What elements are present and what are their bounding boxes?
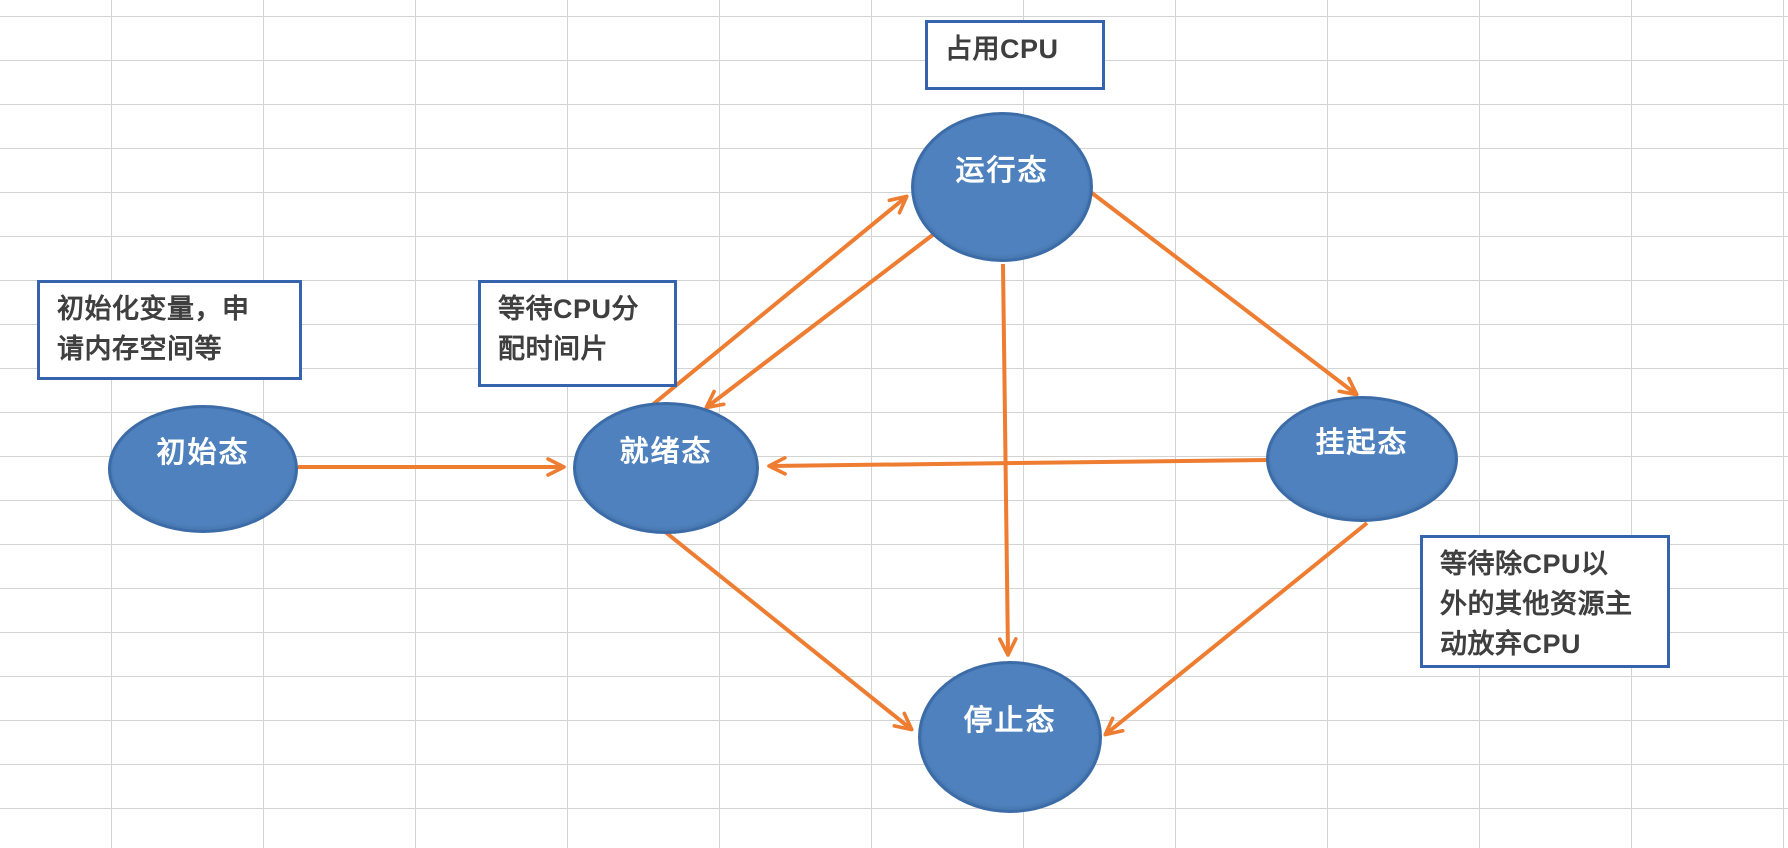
state-label-suspended: 挂起态 [1315, 427, 1409, 459]
state-node-ready[interactable]: 就绪态 [573, 402, 759, 534]
edge-running-to-ready[interactable] [704, 222, 949, 410]
annotation-box-wait-cpu[interactable]: 等待CPU分 配时间片 [478, 280, 677, 387]
state-node-suspended[interactable]: 挂起态 [1266, 396, 1458, 522]
edge-ready-to-stopped[interactable] [662, 529, 914, 732]
annotation-text-init: 初始化变量，申 请内存空间等 [57, 294, 250, 364]
edge-ready-to-running[interactable] [649, 194, 909, 408]
edge-suspended-to-stopped[interactable] [1103, 521, 1369, 737]
state-label-initial: 初始态 [156, 437, 250, 469]
state-label-stopped: 停止态 [963, 705, 1057, 737]
state-node-running[interactable]: 运行态 [911, 112, 1093, 262]
annotation-box-init[interactable]: 初始化变量，申 请内存空间等 [37, 280, 302, 380]
state-node-initial[interactable]: 初始态 [108, 405, 298, 533]
annotation-text-suspend: 等待除CPU以 外的其他资源主 动放弃CPU [1440, 549, 1633, 659]
edge-running-to-suspended[interactable] [1086, 188, 1359, 397]
annotation-box-suspend[interactable]: 等待除CPU以 外的其他资源主 动放弃CPU [1420, 535, 1670, 668]
state-node-stopped[interactable]: 停止态 [918, 661, 1102, 813]
annotation-box-cpu[interactable]: 占用CPU [925, 20, 1105, 90]
annotation-text-cpu: 占用CPU [945, 34, 1059, 64]
state-label-ready: 就绪态 [619, 436, 713, 468]
annotation-text-wait-cpu: 等待CPU分 配时间片 [498, 294, 640, 364]
edge-suspended-to-ready[interactable] [767, 456, 1268, 476]
state-label-running: 运行态 [955, 155, 1049, 187]
edge-running-to-stopped[interactable] [998, 263, 1018, 657]
